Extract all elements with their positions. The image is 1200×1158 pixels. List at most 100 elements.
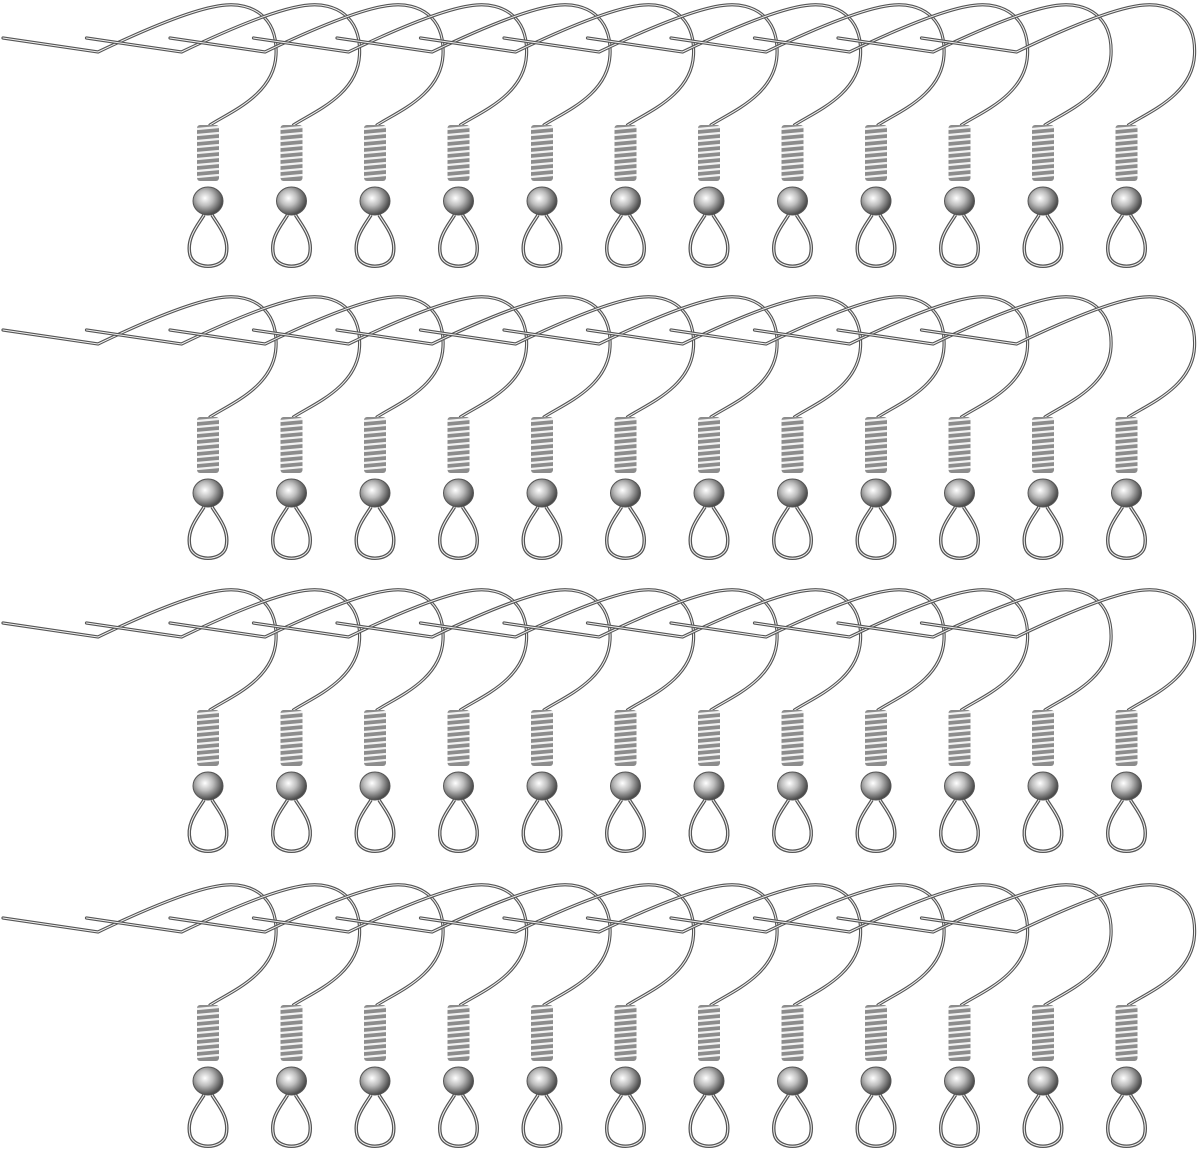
hook-coil (1115, 125, 1138, 181)
coil-turn (614, 1005, 637, 1011)
coil-turn (363, 1029, 387, 1035)
coil-turn (614, 453, 637, 459)
coil-turn (614, 173, 637, 179)
hook-loop (604, 799, 647, 853)
hook-wire-highlight (336, 4, 611, 126)
coil-turn (864, 125, 888, 131)
coil-turn (447, 131, 470, 137)
coil-turn (697, 728, 721, 734)
coil-turn (280, 459, 303, 465)
coil-turn (948, 417, 971, 423)
hook-loop (521, 1094, 563, 1148)
coil-turn (697, 453, 721, 459)
hook-loop (688, 214, 730, 268)
hook-wire-highlight (253, 589, 528, 711)
coil-turn (196, 752, 220, 758)
coil-turn (1031, 1041, 1055, 1047)
earring-hook (84, 3, 362, 268)
hook-loop-highlight (272, 214, 311, 267)
coil-turn (864, 465, 888, 471)
coil-turn (1115, 746, 1138, 752)
earring-hook (502, 883, 779, 1148)
earring-hook (251, 3, 529, 268)
coil-turn (614, 149, 637, 155)
hook-wire (168, 295, 445, 419)
hook-loop (938, 506, 981, 560)
coil-turn (781, 1017, 804, 1023)
coil-turn (864, 1047, 888, 1053)
coil-turn (363, 125, 387, 131)
hook-wire-highlight (336, 884, 611, 1006)
coil-turn (363, 447, 387, 453)
hook-wire (585, 295, 863, 419)
coil-turn (447, 441, 470, 447)
coil-turn (280, 1041, 303, 1047)
earring-hook (335, 295, 612, 560)
earring-hook (752, 3, 1030, 268)
coil-turn (781, 465, 804, 471)
hook-wire-highlight (2, 296, 277, 418)
hook-coil (864, 417, 888, 473)
hook-wire (669, 3, 946, 127)
hook-wire (1, 3, 278, 127)
hook-loop-highlight (773, 799, 812, 852)
hook-bead (1111, 478, 1142, 508)
hook-bead (944, 771, 975, 801)
coil-turn (614, 131, 637, 137)
coil-turn (280, 167, 303, 173)
coil-turn (196, 423, 220, 429)
coil-turn (363, 1041, 387, 1047)
hook-wire-highlight (420, 589, 695, 711)
hook-loop-highlight (522, 1094, 562, 1147)
hook-loop (938, 214, 981, 268)
coil-turn (864, 752, 888, 758)
hook-wire-highlight (754, 589, 1029, 711)
coil-turn (447, 752, 470, 758)
coil-turn (196, 1053, 220, 1059)
coil-turn (697, 167, 721, 173)
hook-loop (771, 214, 814, 268)
coil-turn (1031, 1017, 1055, 1023)
coil-turn (864, 429, 888, 435)
hook-bead (359, 771, 391, 801)
hook-loop-highlight (856, 214, 896, 267)
hook-bead (192, 478, 224, 508)
hook-bead (944, 1066, 975, 1096)
hook-bead (192, 186, 224, 216)
coil-turn (1115, 1017, 1138, 1023)
hook-loop-highlight (689, 799, 729, 852)
coil-turn (864, 423, 888, 429)
coil-turn (1031, 1029, 1055, 1035)
coil-turn (363, 137, 387, 143)
hook-wire (919, 3, 1197, 127)
hook-loop (604, 1094, 647, 1148)
coil-turn (864, 167, 888, 173)
coil-turn (697, 1029, 721, 1035)
coil-turn (196, 758, 220, 764)
coil-turn (530, 740, 554, 746)
hook-loop (688, 1094, 730, 1148)
coil-turn (363, 465, 387, 471)
earring-hook (585, 588, 863, 853)
hook-bead (1027, 186, 1059, 216)
hook-bead (359, 478, 391, 508)
hook-wire (752, 883, 1030, 1007)
coil-turn (781, 435, 804, 441)
coil-turn (447, 1035, 470, 1041)
coil-turn (781, 1011, 804, 1017)
coil-turn (614, 710, 637, 716)
coil-turn (781, 453, 804, 459)
coil-turn (530, 1041, 554, 1047)
hook-wire-highlight (336, 296, 611, 418)
coil-turn (614, 417, 637, 423)
earring-hook (502, 3, 779, 268)
hook-wire (836, 295, 1113, 419)
coil-turn (697, 1047, 721, 1053)
earring-hook (168, 588, 445, 853)
coil-turn (614, 441, 637, 447)
hook-wire (84, 295, 362, 419)
hook-wire (919, 883, 1197, 1007)
coil-turn (530, 161, 554, 167)
coil-turn (864, 728, 888, 734)
coil-turn (1115, 1005, 1138, 1011)
